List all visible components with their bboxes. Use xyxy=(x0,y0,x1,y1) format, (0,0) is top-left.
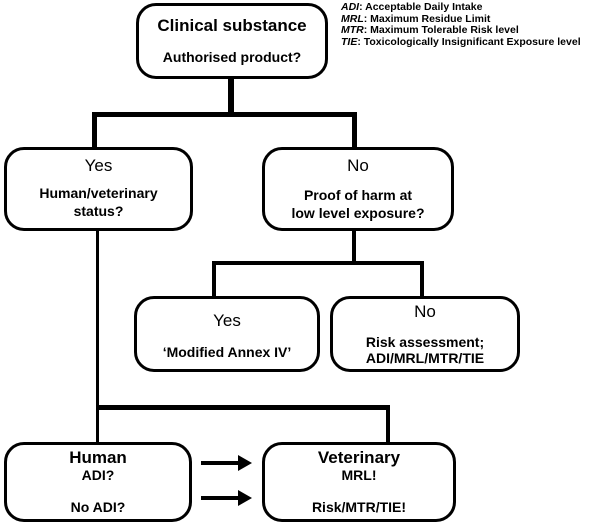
node-no-authorised: No Proof of harm at low level exposure? xyxy=(262,147,454,231)
node-line1: MRL! xyxy=(341,467,377,483)
legend-item-mrl: MRL: Maximum Residue Limit xyxy=(341,12,597,26)
node-line2: ADI/MRL/MTR/TIE xyxy=(365,350,485,366)
node-title: Yes xyxy=(84,156,113,175)
legend-text: : Maximum Tolerable Risk level xyxy=(363,24,519,36)
node-title: Human xyxy=(69,448,127,467)
node-line1: Risk assessment; xyxy=(365,334,485,350)
connector-to-yes2 xyxy=(212,261,216,297)
connector-to-veterinary xyxy=(386,405,390,443)
legend: ADI: Acceptable Daily Intake MRL: Maximu… xyxy=(341,1,597,49)
legend-abbr: TIE xyxy=(341,35,358,48)
connector-mid-horizontal xyxy=(212,261,424,265)
node-clinical-substance: Clinical substance Authorised product? xyxy=(136,3,328,79)
connector-top-horizontal xyxy=(92,112,357,117)
node-line1: Proof of harm at xyxy=(303,187,413,203)
legend-item-tie: TIE: Toxicologically Insignificant Expos… xyxy=(341,35,597,49)
node-line2: status? xyxy=(73,203,124,219)
node-yes-authorised: Yes Human/veterinary status? xyxy=(4,147,193,231)
node-title: Veterinary xyxy=(317,448,401,467)
arrow-icon-lower xyxy=(201,490,252,506)
legend-abbr: ADI xyxy=(341,1,360,13)
node-title: Clinical substance xyxy=(157,16,307,35)
legend-text: : Maximum Residue Limit xyxy=(363,12,491,25)
legend-text: : Toxicologically Insignificant Exposure… xyxy=(357,35,581,48)
node-yes-proof-of-harm: Yes ‘Modified Annex IV’ xyxy=(134,296,320,372)
node-title: Yes xyxy=(213,311,241,330)
connector-bottom-horizontal xyxy=(96,405,390,410)
legend-item-mtr: MTR: Maximum Tolerable Risk level xyxy=(341,24,597,37)
node-human: Human ADI? No ADI? xyxy=(4,442,192,522)
connector-no1-down xyxy=(352,228,356,264)
node-line2: Risk/MTR/TIE! xyxy=(311,499,407,515)
node-veterinary: Veterinary MRL! Risk/MTR/TIE! xyxy=(262,442,456,522)
node-line2: low level exposure? xyxy=(291,205,425,221)
connector-root-down xyxy=(228,76,234,116)
node-no-proof-of-harm: No Risk assessment; ADI/MRL/MTR/TIE xyxy=(330,296,520,372)
connector-to-no1 xyxy=(352,112,357,148)
legend-item-adi: ADI: Acceptable Daily Intake xyxy=(341,1,597,14)
legend-text: : Acceptable Daily Intake xyxy=(359,1,483,13)
node-text: ‘Modified Annex IV’ xyxy=(162,344,292,360)
connector-to-human xyxy=(96,405,99,443)
connector-to-yes1 xyxy=(92,112,97,148)
node-line1: ADI? xyxy=(81,467,115,483)
legend-abbr: MRL xyxy=(341,12,364,25)
node-title: No xyxy=(347,156,369,175)
arrow-icon-upper xyxy=(201,455,252,471)
node-question: Authorised product? xyxy=(162,49,302,65)
node-line1: Human/veterinary xyxy=(39,185,158,201)
node-title: No xyxy=(414,302,436,321)
legend-abbr: MTR xyxy=(341,24,364,36)
connector-to-no2 xyxy=(420,261,424,297)
node-line2: No ADI? xyxy=(70,499,126,515)
connector-yes1-down xyxy=(96,228,99,408)
